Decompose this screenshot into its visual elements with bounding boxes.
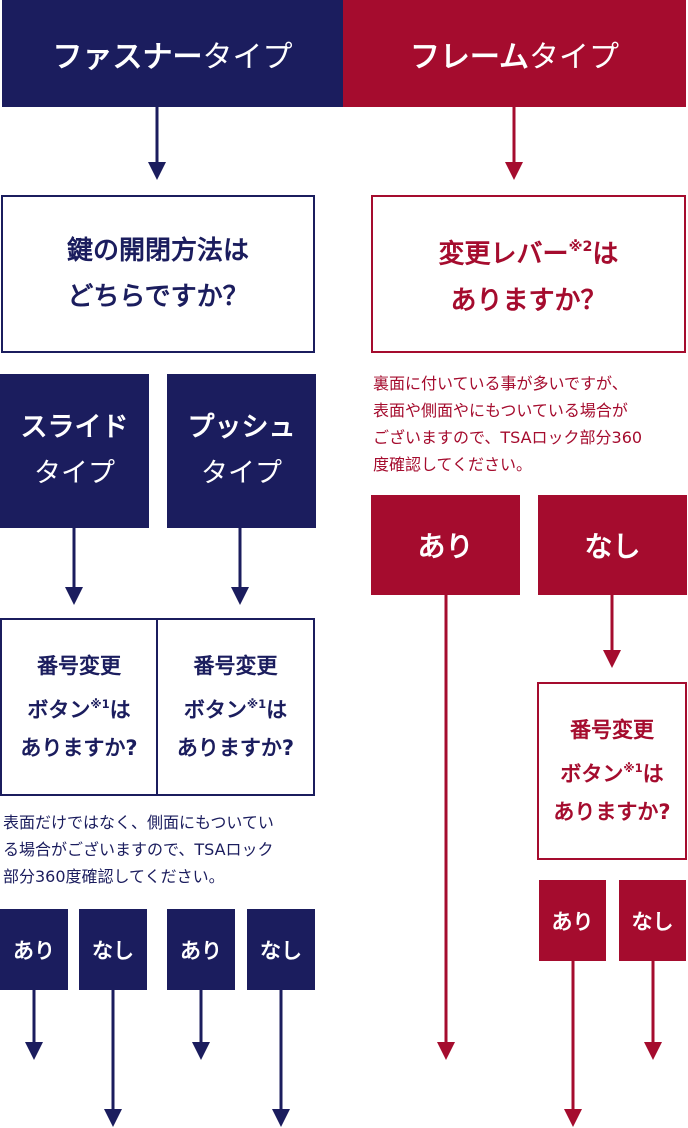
lever-question-line2: ありますか？	[450, 285, 607, 316]
lever-answer-yes: あり	[371, 495, 520, 595]
button-question-line2a: ボタン	[560, 762, 624, 787]
fastener-note-line3: 部分360度確認してください。	[3, 867, 225, 886]
button-question-line3: ありますか?	[20, 736, 138, 761]
arrow-slide-yes	[25, 990, 43, 1060]
push-type-line1: プッシュ	[187, 412, 296, 443]
push-button-question-box: 番号変更 ボタン※1は ありますか?	[156, 618, 315, 796]
button-question-line2: ボタン※1は	[27, 685, 130, 729]
frame-note-line2: 表面や側面やにもついている場合が	[373, 401, 628, 420]
frame-answer-no: なし	[619, 880, 686, 961]
slide-answer-no: なし	[79, 909, 147, 990]
footnote-1-mark: ※1	[623, 760, 643, 775]
footnote-2-mark: ※2	[568, 239, 593, 256]
fastener-tsa-note: 表面だけではなく、側面にもついてい る場合がございますので、TSAロック 部分3…	[3, 809, 333, 890]
slide-type-line1: スライド	[20, 412, 129, 443]
arrow-slide-no	[104, 990, 122, 1127]
slide-type-box: スライド タイプ	[0, 374, 149, 528]
fastener-header-rest: タイプ	[202, 39, 293, 75]
button-question-line2: ボタン※1は	[560, 749, 663, 793]
frame-header-bold: フレーム	[409, 39, 530, 75]
lever-question-line1: 変更レバー※2は	[439, 224, 619, 277]
push-answer-no: なし	[247, 909, 315, 990]
arrow-fastener-header	[148, 107, 166, 180]
push-type-line2: タイプ	[201, 458, 282, 489]
push-type-box: プッシュ タイプ	[167, 374, 316, 528]
arrow-push-yes	[192, 990, 210, 1060]
arrow-frame-button-no	[644, 961, 662, 1060]
lever-question-line1b: は	[592, 239, 619, 270]
button-question-line2b: は	[266, 698, 288, 723]
arrow-push-type	[231, 528, 249, 605]
button-question-line3: ありますか?	[553, 800, 671, 825]
frame-type-header: フレームタイプ	[343, 0, 686, 107]
lever-answer-no: なし	[538, 495, 687, 595]
frame-tsa-note: 裏面に付いている事が多いですが、 表面や側面やにもついている場合が ございますの…	[373, 370, 688, 478]
frame-note-line3: ございますので、TSAロック部分360	[373, 428, 643, 447]
button-question-line2b: は	[642, 762, 664, 787]
fastener-note-line1: 表面だけではなく、側面にもついてい	[3, 813, 274, 832]
lock-method-question-box: 鍵の開閉方法は どちらですか？	[1, 195, 315, 353]
frame-header-rest: タイプ	[529, 39, 620, 75]
fastener-header-bold: ファスナー	[52, 39, 203, 75]
arrow-frame-button-yes	[564, 961, 582, 1127]
slide-type-line2: タイプ	[34, 458, 115, 489]
footnote-1-mark: ※1	[246, 696, 267, 711]
lever-question-box: 変更レバー※2は ありますか？	[371, 195, 686, 353]
button-question-line2b: は	[109, 698, 131, 723]
button-question-line3: ありますか?	[176, 736, 295, 761]
slide-answer-yes: あり	[0, 909, 68, 990]
lock-method-question-line2: どちらですか？	[67, 282, 249, 312]
frame-note-line4: 度確認してください。	[373, 455, 533, 474]
frame-button-question-box: 番号変更 ボタン※1は ありますか?	[537, 682, 687, 860]
slide-button-question-box: 番号変更 ボタン※1は ありますか?	[0, 618, 158, 796]
arrow-push-no	[272, 990, 290, 1127]
fastener-note-line2: る場合がございますので、TSAロック	[3, 840, 274, 859]
button-question-line1: 番号変更	[570, 717, 654, 742]
push-answer-yes: あり	[167, 909, 235, 990]
button-question-line1: 番号変更	[37, 653, 121, 678]
arrow-lever-yes	[437, 595, 455, 1060]
button-question-line2a: ボタン	[183, 698, 247, 723]
arrow-frame-header	[505, 107, 523, 180]
frame-answer-yes: あり	[539, 880, 606, 961]
button-question-line1: 番号変更	[193, 653, 278, 678]
lever-question-line1a: 変更レバー	[438, 239, 569, 270]
footnote-1-mark: ※1	[90, 696, 110, 711]
button-question-line2: ボタン※1は	[184, 685, 287, 729]
frame-note-line1: 裏面に付いている事が多いですが、	[373, 374, 628, 393]
arrow-slide-type	[65, 528, 83, 605]
fastener-type-header: ファスナータイプ	[2, 0, 343, 107]
arrow-lever-no	[603, 595, 621, 668]
lock-method-question-line1: 鍵の開閉方法は	[66, 236, 249, 266]
button-question-line2a: ボタン	[27, 698, 91, 723]
